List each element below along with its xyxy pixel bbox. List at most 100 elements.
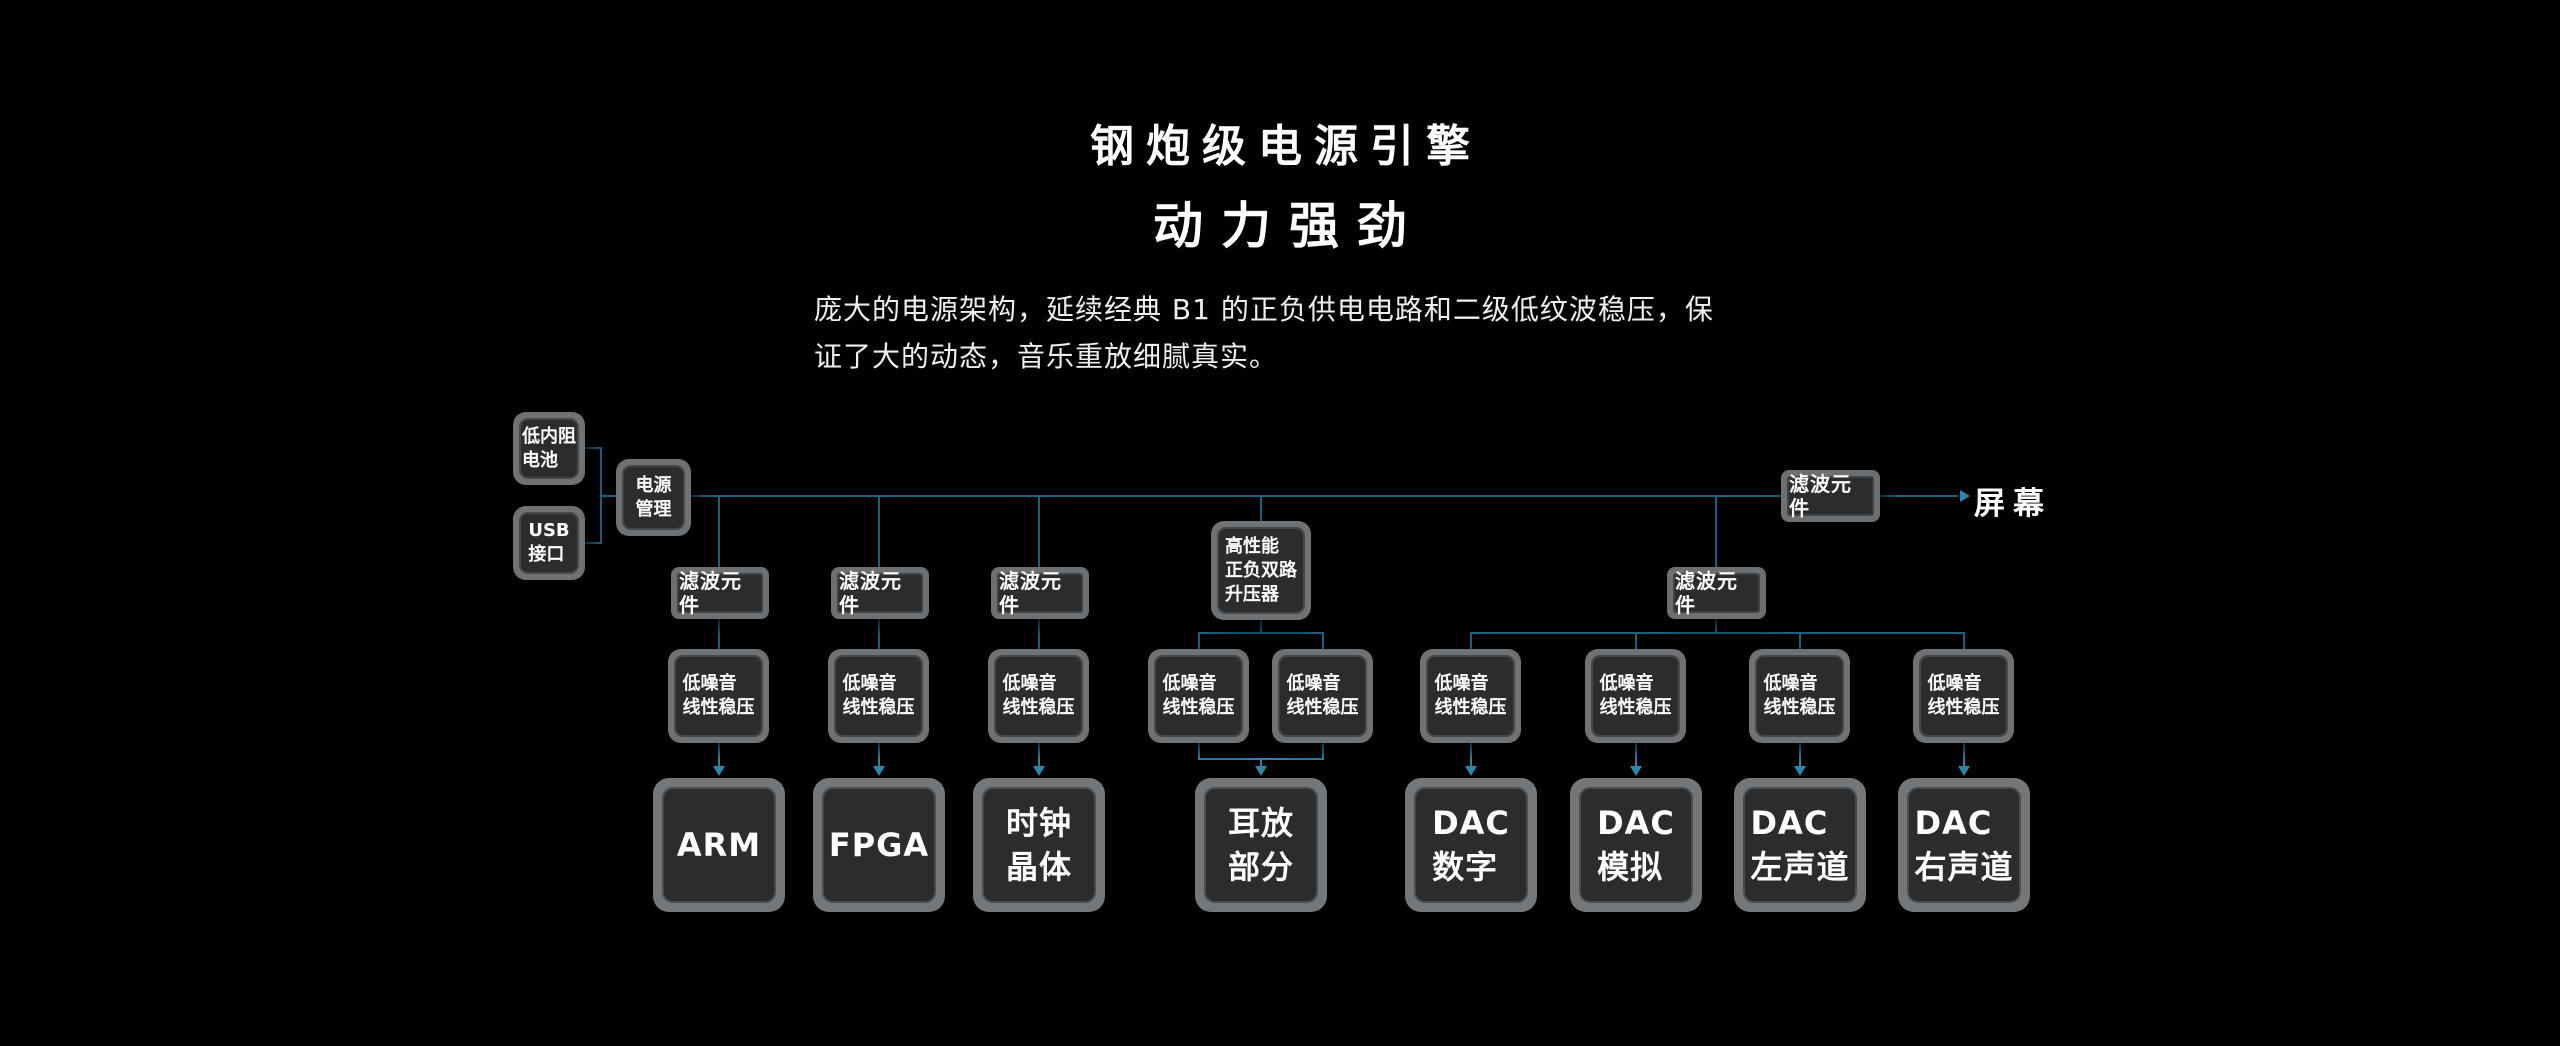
connector-line bbox=[585, 542, 601, 544]
node-lnr-4: 低噪音线性稳压 bbox=[1148, 649, 1249, 743]
connector-line bbox=[1038, 619, 1040, 649]
connector-line bbox=[1038, 497, 1040, 567]
connector-line bbox=[1799, 632, 1801, 649]
description-line-2: 证了大的动态，音乐重放细腻真实。 bbox=[814, 340, 1279, 373]
node-label: ARM bbox=[676, 826, 762, 864]
connector-line bbox=[1038, 743, 1040, 766]
node-label: 低噪音线性稳压 bbox=[1002, 673, 1075, 718]
connector-line bbox=[691, 495, 1958, 497]
node-panel: 滤波元件 bbox=[1673, 569, 1760, 617]
node-panel: 低噪音线性稳压 bbox=[1591, 655, 1680, 737]
node-lnr-3: 低噪音线性稳压 bbox=[988, 649, 1089, 743]
node-clock-crystal: 时钟晶体 bbox=[973, 778, 1105, 912]
node-filter-1: 滤波元件 bbox=[671, 567, 769, 619]
connector-line bbox=[1260, 620, 1262, 633]
connector-line bbox=[878, 619, 880, 649]
node-label: 低噪音线性稳压 bbox=[1286, 673, 1359, 718]
connector-line bbox=[718, 497, 720, 567]
node-label: 滤波元件 bbox=[1789, 472, 1852, 520]
connector-line bbox=[878, 497, 880, 567]
arrow-down-icon bbox=[1630, 766, 1642, 776]
node-label: 高性能正负双路升压器 bbox=[1225, 535, 1297, 605]
node-label: 滤波元件 bbox=[1675, 569, 1738, 617]
connector-line bbox=[1198, 743, 1200, 760]
node-filter-3: 滤波元件 bbox=[991, 567, 1089, 619]
node-filter-4: 滤波元件 bbox=[1667, 567, 1766, 619]
connector-line bbox=[1260, 497, 1262, 521]
node-arm: ARM bbox=[653, 778, 785, 912]
node-lnr-2: 低噪音线性稳压 bbox=[828, 649, 929, 743]
node-panel: 高性能正负双路升压器 bbox=[1217, 527, 1305, 614]
connector-line bbox=[1322, 743, 1324, 760]
description-paragraph: 庞大的电源架构，延续经典 B1 的正负供电电路和二级低纹波稳压，保 证了大的动态… bbox=[814, 286, 1814, 380]
connector-line bbox=[1198, 632, 1200, 649]
connector-line bbox=[1715, 497, 1717, 567]
node-label: 滤波元件 bbox=[839, 569, 902, 617]
node-headphone-amp: 耳放部分 bbox=[1195, 778, 1327, 912]
node-label: 低噪音线性稳压 bbox=[1434, 673, 1507, 718]
node-label: 滤波元件 bbox=[999, 569, 1062, 617]
connector-line bbox=[878, 743, 880, 766]
arrow-down-icon bbox=[713, 766, 725, 776]
node-filter-5: 滤波元件 bbox=[1781, 470, 1880, 522]
node-panel: 低噪音线性稳压 bbox=[1154, 655, 1243, 737]
connector-line bbox=[1715, 619, 1717, 633]
connector-line bbox=[1635, 743, 1637, 766]
node-label: 低噪音线性稳压 bbox=[842, 673, 915, 718]
connector-line bbox=[601, 495, 616, 497]
node-booster: 高性能正负双路升压器 bbox=[1211, 521, 1311, 620]
node-lnr-8: 低噪音线性稳压 bbox=[1749, 649, 1850, 743]
arrow-down-icon bbox=[1794, 766, 1806, 776]
arrow-right-icon bbox=[1960, 490, 1970, 502]
node-label: 低内阻电池 bbox=[522, 425, 576, 471]
connector-line bbox=[1470, 632, 1472, 649]
connector-line bbox=[1260, 758, 1262, 766]
node-battery: 低内阻电池 bbox=[513, 412, 585, 485]
connector-line bbox=[1198, 632, 1324, 634]
node-lnr-1: 低噪音线性稳压 bbox=[668, 649, 769, 743]
screen-label: 屏幕 bbox=[1974, 486, 2052, 522]
page-title: 钢炮级电源引擎 bbox=[1090, 121, 1482, 172]
node-panel: 低噪音线性稳压 bbox=[1426, 655, 1515, 737]
node-filter-2: 滤波元件 bbox=[831, 567, 929, 619]
node-panel: 时钟晶体 bbox=[982, 787, 1096, 903]
node-panel: 低噪音线性稳压 bbox=[834, 655, 923, 737]
node-panel: 低噪音线性稳压 bbox=[674, 655, 763, 737]
connector-line bbox=[1322, 632, 1324, 649]
node-panel: 滤波元件 bbox=[837, 569, 923, 617]
node-fpga: FPGA bbox=[813, 778, 945, 912]
node-panel: 低内阻电池 bbox=[519, 418, 579, 479]
node-panel: FPGA bbox=[822, 787, 936, 903]
node-panel: 低噪音线性稳压 bbox=[1278, 655, 1367, 737]
node-label: 时钟晶体 bbox=[1005, 804, 1072, 886]
connector-line bbox=[1470, 632, 1965, 634]
node-label: FPGA bbox=[828, 826, 930, 864]
node-panel: 低噪音线性稳压 bbox=[994, 655, 1083, 737]
connector-line bbox=[585, 447, 601, 449]
connector-line bbox=[1963, 632, 1965, 649]
node-power-management: 电源管理 bbox=[616, 459, 691, 536]
node-panel: 滤波元件 bbox=[997, 569, 1083, 617]
node-label: 低噪音线性稳压 bbox=[1927, 673, 2000, 718]
node-label: 低噪音线性稳压 bbox=[1763, 673, 1836, 718]
description-line-1: 庞大的电源架构，延续经典 B1 的正负供电电路和二级低纹波稳压，保 bbox=[814, 293, 1714, 326]
node-label: 低噪音线性稳压 bbox=[1599, 673, 1672, 718]
arrow-down-icon bbox=[1255, 766, 1267, 776]
connector-line bbox=[1963, 743, 1965, 766]
node-lnr-5: 低噪音线性稳压 bbox=[1272, 649, 1373, 743]
